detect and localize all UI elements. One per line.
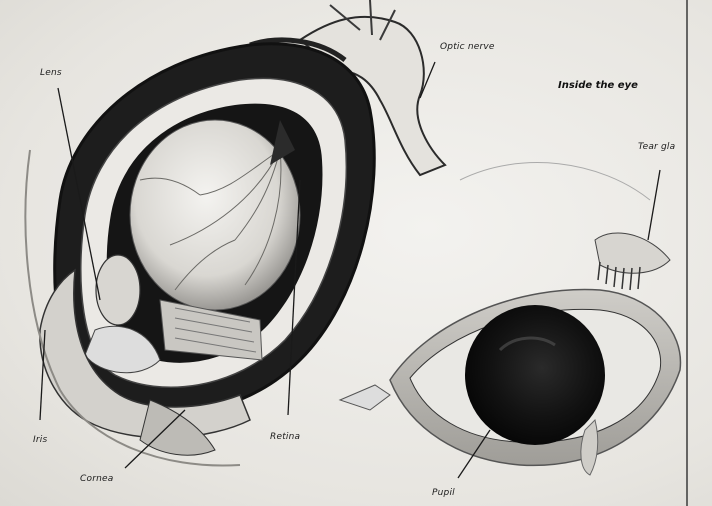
diagram-title: Inside the eye	[558, 80, 638, 91]
label-cornea: Cornea	[80, 474, 113, 484]
external-eye	[340, 163, 680, 475]
label-tear-gland: Tear gla	[638, 142, 675, 152]
vitreous-body	[130, 120, 300, 310]
page-edge	[686, 0, 688, 506]
label-pupil: Pupil	[432, 488, 455, 498]
label-optic-nerve: Optic nerve	[440, 42, 495, 52]
label-lens: Lens	[40, 68, 62, 78]
label-iris: Iris	[33, 435, 47, 445]
label-retina: Retina	[270, 432, 300, 442]
iris-disc	[465, 305, 605, 445]
